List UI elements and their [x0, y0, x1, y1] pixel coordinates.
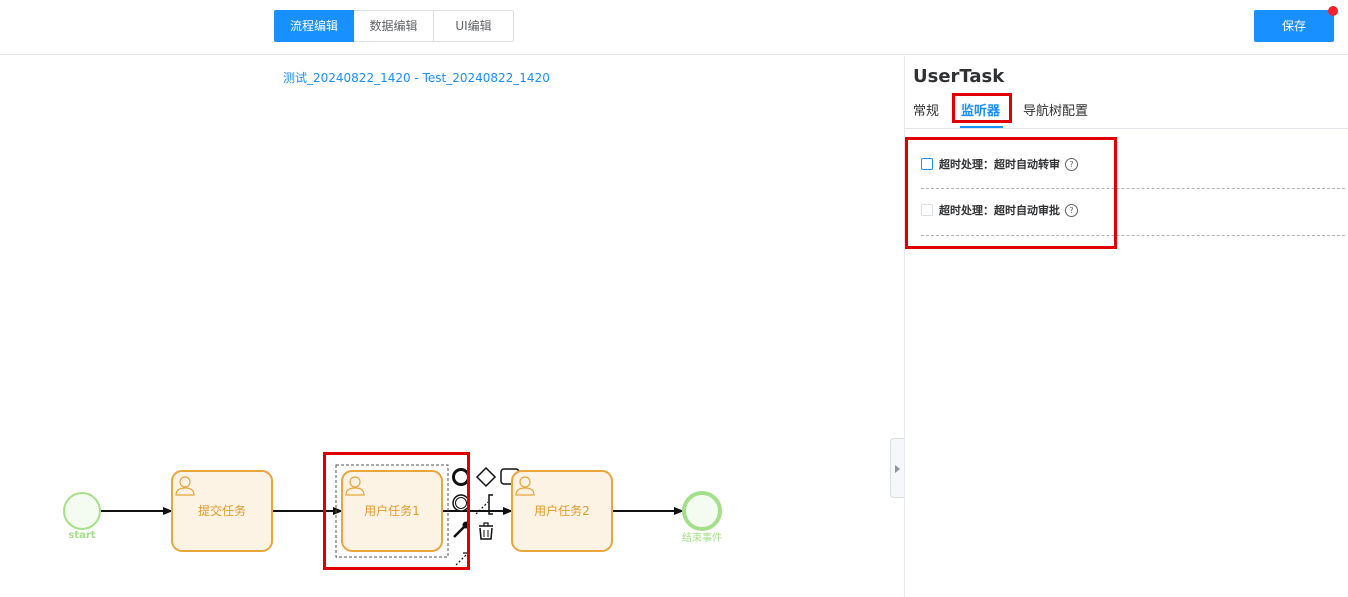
task-user2-label: 用户任务2 — [534, 503, 590, 518]
start-event[interactable]: start — [63, 492, 101, 541]
listener-item: 超时处理：超时自动转审 ? — [921, 156, 1078, 172]
task-user2[interactable]: 用户任务2 — [511, 470, 613, 552]
trash-icon[interactable] — [479, 522, 493, 540]
task-submit[interactable]: 提交任务 — [171, 470, 273, 552]
active-tab-indicator — [960, 126, 1003, 128]
text-annotation-icon[interactable] — [475, 494, 493, 515]
tab-data-edit[interactable]: 数据编辑 — [354, 10, 434, 42]
tab-process-edit[interactable]: 流程编辑 — [274, 10, 354, 42]
append-gateway-icon[interactable] — [475, 466, 497, 488]
tab-listeners[interactable]: 监听器 — [961, 104, 1001, 119]
top-toolbar: 流程编辑 数据编辑 UI编辑 保存 — [0, 0, 1348, 55]
caret-right-icon — [895, 465, 900, 473]
end-event-label: 结束事件 — [682, 531, 722, 544]
listener-checkbox-auto-transfer[interactable] — [921, 158, 933, 170]
listener-item: 超时处理：超时自动审批 ? — [921, 202, 1078, 218]
panel-tabs: 常规 监听器 导航树配置 — [905, 92, 1348, 129]
tab-nav-tree-config[interactable]: 导航树配置 — [1023, 104, 1089, 119]
tab-ui-edit[interactable]: UI编辑 — [434, 10, 514, 42]
user-icon — [175, 476, 195, 496]
wrench-icon[interactable] — [453, 521, 470, 538]
help-icon[interactable]: ? — [1065, 157, 1078, 171]
editor-mode-tabs: 流程编辑 数据编辑 UI编辑 — [274, 10, 514, 42]
listener-checkbox-auto-approve[interactable] — [921, 204, 933, 216]
listener-label: 超时处理：超时自动转审 — [939, 158, 1060, 171]
context-pad — [452, 466, 520, 566]
panel-title: UserTask — [913, 66, 1005, 87]
divider-dashed — [921, 235, 1345, 236]
append-end-event-icon[interactable] — [452, 468, 470, 486]
help-icon[interactable]: ? — [1065, 203, 1078, 217]
notification-dot — [1328, 6, 1338, 16]
bpmn-canvas[interactable]: start 提交任务 用户任务1 — [0, 0, 904, 597]
end-event[interactable]: 结束事件 — [682, 491, 722, 544]
panel-divider — [904, 56, 905, 597]
user-icon — [345, 476, 365, 496]
connect-icon[interactable] — [455, 552, 469, 566]
task-submit-label: 提交任务 — [198, 503, 246, 518]
append-intermediate-event-icon[interactable] — [452, 494, 470, 512]
panel-collapse-handle[interactable] — [890, 438, 904, 498]
tab-general[interactable]: 常规 — [913, 104, 940, 119]
save-button[interactable]: 保存 — [1254, 10, 1334, 42]
task-user1[interactable]: 用户任务1 — [335, 464, 449, 558]
highlight-box-listener-list — [905, 137, 1117, 249]
process-title: 测试_20240822_1420 - Test_20240822_1420 — [283, 71, 550, 85]
listener-label: 超时处理：超时自动审批 — [939, 204, 1060, 217]
selection-outline — [335, 464, 449, 558]
user-icon — [515, 476, 535, 496]
task-user1-label: 用户任务1 — [364, 503, 420, 518]
divider-dashed — [921, 188, 1345, 189]
start-event-label: start — [68, 530, 95, 541]
